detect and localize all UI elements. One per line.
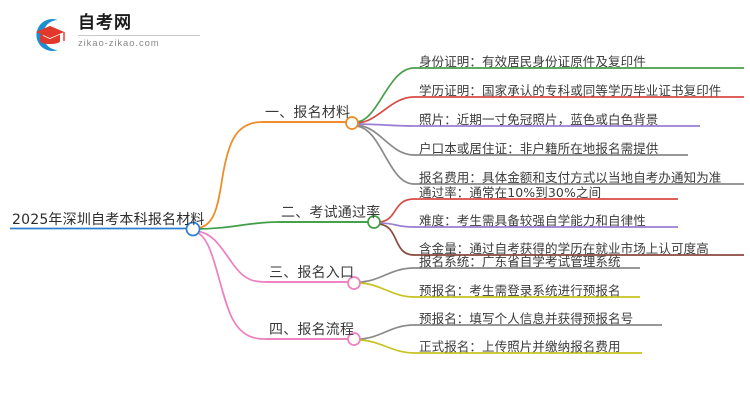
leaf-node-label-4-2[interactable]: 正式报名：上传照片并缴纳报名费用 (419, 339, 621, 354)
branch-node-label-1[interactable]: 一、报名材料 (265, 105, 351, 121)
leaf-node-label-2-1[interactable]: 通过率：通常在10%到30%之间 (419, 185, 602, 200)
edge-root-branch-1 (195, 121, 348, 229)
branch-node-label-3[interactable]: 三、报名入口 (269, 265, 355, 281)
edge-branch-3-child-2 (357, 282, 640, 298)
logo-url: zikao-zikao.com (78, 38, 160, 49)
root-node-dot[interactable] (185, 221, 201, 237)
edge-branch-2-child-2 (377, 222, 678, 228)
site-logo[interactable]: 自考网 zikao-zikao.com (28, 12, 228, 58)
edge-root-branch-4 (195, 231, 350, 340)
edge-branch-2-child-1 (377, 198, 678, 223)
edge-branch-1-child-1 (355, 67, 744, 123)
branch-4-node-dot[interactable] (347, 332, 361, 346)
edge-root-branch-3 (195, 230, 350, 283)
edge-branch-2-child-3 (377, 223, 744, 256)
leaf-node-label-3-2[interactable]: 预报名：考生需登录系统进行预报名 (419, 283, 621, 298)
edge-branch-4-child-2 (357, 339, 642, 354)
logo-divider (78, 35, 200, 36)
edge-branch-1-child-3 (355, 123, 700, 127)
edge-branch-1-child-2 (355, 96, 744, 124)
branch-2-node-dot[interactable] (367, 215, 381, 229)
leaf-node-label-2-3[interactable]: 含金量：通过自考获得的学历在就业市场上认可度高 (419, 241, 709, 256)
root-node-label[interactable]: 2025年深圳自考本科报名材料 (12, 212, 205, 228)
branch-node-label-2[interactable]: 二、考试通过率 (281, 205, 381, 221)
logo-name-cn: 自考网 (78, 13, 132, 33)
graduation-cap-logo-icon (36, 19, 65, 51)
leaf-node-label-1-5[interactable]: 报名费用：具体金额和支付方式以当地自考办通知为准 (419, 170, 722, 185)
leaf-node-label-1-4[interactable]: 户口本或居住证：非户籍所在地报名需提供 (419, 141, 659, 156)
edge-branch-3-child-1 (357, 267, 640, 283)
branch-1-node-dot[interactable] (345, 116, 359, 130)
leaf-node-label-2-2[interactable]: 难度：考生需具备较强自学能力和自律性 (419, 213, 646, 228)
edge-branch-1-child-5 (355, 125, 744, 185)
leaf-node-label-4-1[interactable]: 预报名：填写个人信息并获得预报名号 (419, 311, 634, 326)
leaf-node-label-3-1[interactable]: 报名系统：广东省自学考试管理系统 (419, 254, 621, 269)
leaf-node-label-1-3[interactable]: 照片：近期一寸免冠照片，蓝色或白色背景 (419, 112, 659, 127)
leaf-node-label-1-1[interactable]: 身份证明：有效居民身份证原件及复印件 (419, 54, 646, 69)
branch-3-node-dot[interactable] (347, 276, 361, 290)
leaf-node-label-1-2[interactable]: 学历证明：国家承认的专科或同等学历毕业证书复印件 (419, 83, 722, 98)
edge-branch-4-child-1 (357, 324, 662, 340)
branch-node-label-4[interactable]: 四、报名流程 (269, 322, 355, 338)
edge-root-branch-2 (195, 221, 370, 230)
edge-branch-1-child-4 (355, 124, 688, 156)
